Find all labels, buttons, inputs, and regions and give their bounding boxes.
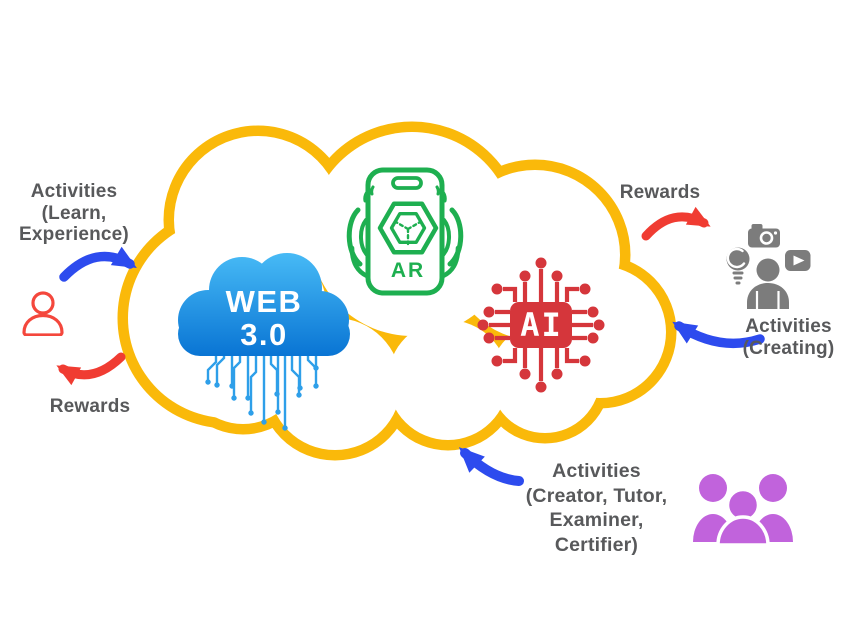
ai-circuit-lines xyxy=(489,269,593,381)
ar-side-hook-right xyxy=(440,245,461,279)
person-body xyxy=(22,313,64,336)
label-activities-creator-tutor-examiner-certifier: Activities (Creator, Tutor, Examiner, Ce… xyxy=(525,460,668,556)
play-video-icon xyxy=(785,250,811,271)
label-activities-creating: Activities (Creating) xyxy=(742,316,835,359)
ar-phone-notch xyxy=(391,176,423,190)
arrow-rewards-to-learner xyxy=(56,352,126,386)
ar-side-hook-left xyxy=(349,245,370,279)
group-of-people-icon xyxy=(693,474,793,547)
arrow-activities-community-into-cloud xyxy=(458,447,524,486)
arrow-activities-creating-into-cloud xyxy=(672,321,765,349)
arrow-activities-learn-into-cloud xyxy=(59,246,137,282)
person-outline-icon xyxy=(22,291,64,336)
label-rewards-left: Rewards xyxy=(49,396,131,417)
label-rewards-right: Rewards xyxy=(619,182,701,203)
lightbulb-icon xyxy=(726,247,750,285)
ar-cube-dashed-edges xyxy=(393,220,423,246)
creator-with-lightbulb-camera-play-icon xyxy=(726,224,811,309)
ar-phone-icon: AR xyxy=(346,167,464,296)
circuit-traces xyxy=(205,342,319,431)
ar-tick-marks xyxy=(363,185,447,203)
ar-side-bracket-left-inner xyxy=(359,218,370,258)
web3-cloud-icon: WEB 3.0 xyxy=(178,253,350,431)
web3-cloud-shape xyxy=(178,253,350,356)
ai-chip-body xyxy=(510,302,572,348)
ar-phone-body xyxy=(365,167,445,296)
ai-chip-icon: AI xyxy=(477,257,605,393)
web3-label-line1: WEB xyxy=(226,284,303,319)
ar-side-bracket-right xyxy=(447,207,464,267)
group-member-front xyxy=(716,487,770,547)
person-head xyxy=(31,291,55,315)
ai-circuit-dots xyxy=(477,257,605,393)
ar-side-bracket-right-inner xyxy=(440,218,451,258)
label-activities-learn-experience: Activities (Learn, Experience) xyxy=(19,181,129,245)
ar-label: AR xyxy=(391,259,425,282)
creator-person-icon xyxy=(747,258,789,309)
ar-hexagon-outer xyxy=(377,201,439,255)
camera-icon xyxy=(748,224,780,248)
arrow-rewards-to-creator xyxy=(641,206,711,241)
ar-side-bracket-left xyxy=(346,207,363,267)
ai-label: AI xyxy=(520,306,563,344)
web3-label-line2: 3.0 xyxy=(240,317,288,352)
ar-cube-inner xyxy=(389,212,427,245)
